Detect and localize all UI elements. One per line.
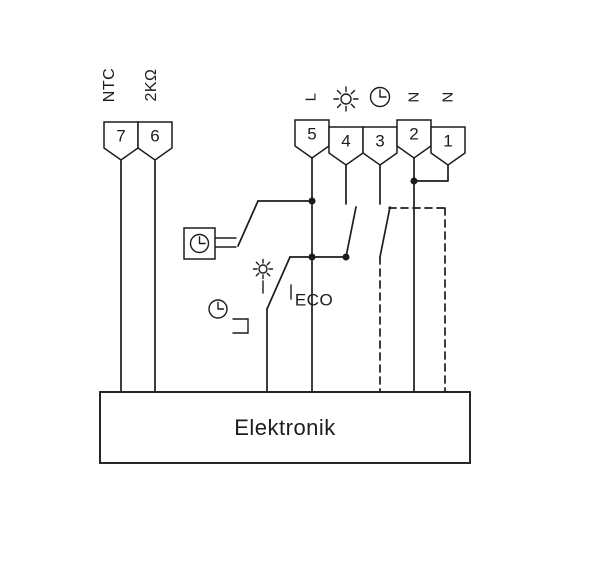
elektronik-label: Elektronik <box>234 415 336 440</box>
junction-dot <box>308 253 316 261</box>
terminal-3-clamp <box>362 126 398 166</box>
terminal-4-clamp <box>328 126 364 166</box>
terminal-2-number: 2 <box>409 124 419 144</box>
terminal-1-clamp <box>430 126 466 166</box>
terminal-6-clamp <box>137 121 173 161</box>
sensor-resistance-label: 2KΩ <box>143 68 160 102</box>
junction-dot <box>342 253 350 261</box>
eco-clock-icon <box>208 299 228 319</box>
junction-dot <box>308 197 316 205</box>
terminal-2-marking-n: N <box>405 91 423 103</box>
eco-label: ECO <box>294 290 334 310</box>
sensor-ntc-label: NTC <box>101 67 118 103</box>
terminal-7-number: 7 <box>116 126 126 146</box>
junction-dot <box>410 177 418 185</box>
terminal-3-number: 3 <box>375 131 385 151</box>
terminal-5-clamp <box>294 119 330 159</box>
terminal-1-number: 1 <box>443 131 453 151</box>
wire-terminal-1-neutral-bridge <box>413 164 449 182</box>
linkage-bracket-icon <box>232 318 249 334</box>
terminal-1-marking-n: N <box>439 91 457 103</box>
timer-box-icon <box>183 227 216 260</box>
sun-icon-comfort <box>252 258 274 280</box>
terminal-5-number: 5 <box>307 124 317 144</box>
terminal-5-marking-l: L <box>302 92 320 102</box>
sun-icon-terminal-4 <box>333 86 359 112</box>
terminal-2-clamp <box>396 119 432 159</box>
eco-changeover-blade <box>266 256 291 310</box>
terminal-4-number: 4 <box>341 131 351 151</box>
terminal-7-clamp <box>103 121 139 161</box>
contact-3-blade <box>379 206 391 258</box>
terminal-6-number: 6 <box>150 126 160 146</box>
timer-contact-blade <box>237 200 259 247</box>
elektronik-box <box>99 391 471 464</box>
contact-4-blade <box>345 206 357 258</box>
clock-icon-terminal-3 <box>369 86 391 108</box>
